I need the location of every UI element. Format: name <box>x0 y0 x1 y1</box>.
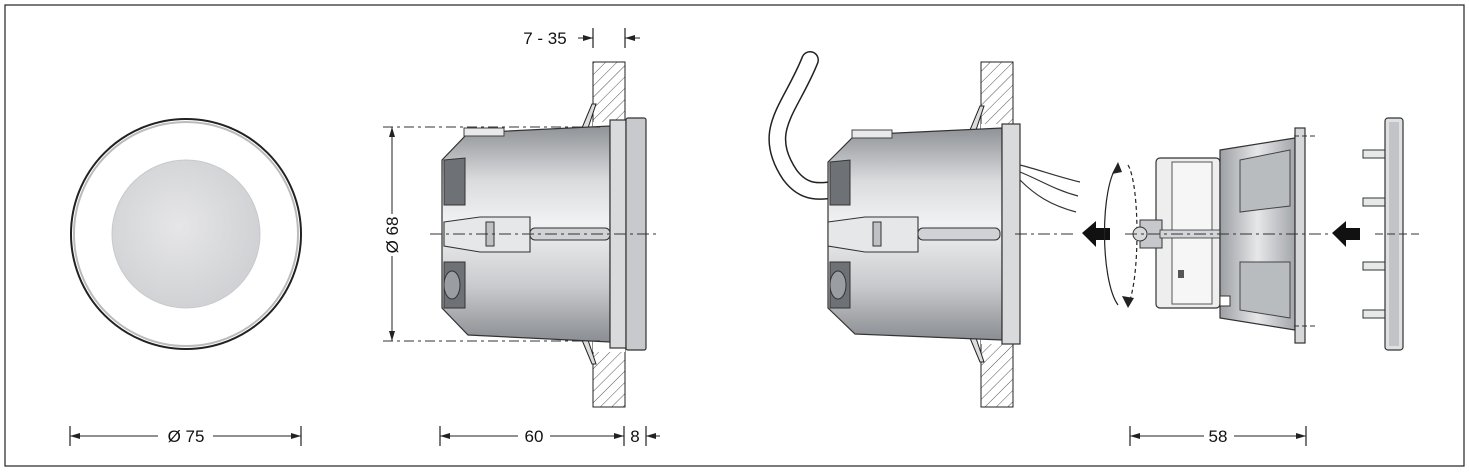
rotate-arrows-icon <box>1103 162 1138 308</box>
dim-body-depth: 60 8 <box>439 426 660 446</box>
front-lens <box>111 159 261 309</box>
side-view <box>430 61 660 408</box>
frame-border <box>4 4 1465 467</box>
arrow-left-icon <box>1332 221 1360 247</box>
arrow-left-icon <box>1082 221 1110 247</box>
front-view <box>70 118 302 350</box>
label-insert-depth: 58 <box>1209 427 1228 446</box>
light-insert <box>1125 127 1330 344</box>
dim-insert-depth: 58 <box>1129 426 1307 446</box>
installation-view <box>768 51 1138 408</box>
dim-body-diameter: Ø 68 <box>383 126 600 342</box>
label-body-diameter: Ø 68 <box>383 217 402 254</box>
label-body-depth: 60 <box>525 427 544 446</box>
cover-ring <box>1362 117 1420 351</box>
label-flange-depth: 8 <box>630 427 639 446</box>
dim-front-diameter: Ø 75 <box>69 426 302 446</box>
label-wall-thickness: 7 - 35 <box>523 29 566 48</box>
label-front-diameter: Ø 75 <box>168 427 205 446</box>
dim-wall-thickness: 7 - 35 <box>523 28 640 48</box>
